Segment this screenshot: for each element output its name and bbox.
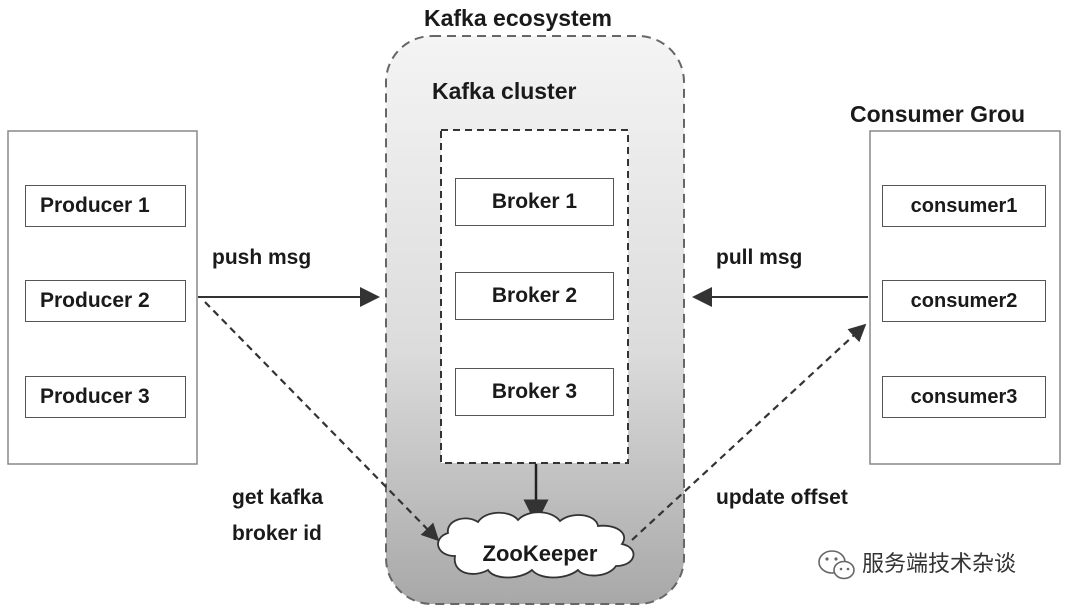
consumer-group-title: Consumer Grou bbox=[850, 101, 1026, 127]
get-broker-id-arrow bbox=[204, 301, 440, 542]
update-offset-label: update offset bbox=[716, 486, 848, 509]
consumer-box: consumer1 bbox=[882, 185, 1046, 227]
broker-box: Broker 3 bbox=[455, 368, 614, 416]
zookeeper-label: ZooKeeper bbox=[482, 541, 598, 566]
zookeeper-cloud bbox=[437, 511, 635, 579]
producer-box: Producer 1 bbox=[25, 185, 186, 227]
broker-box: Broker 1 bbox=[455, 178, 614, 226]
broker-box: Broker 2 bbox=[455, 272, 614, 320]
update-offset-arrow bbox=[631, 323, 867, 541]
producer-box: Producer 2 bbox=[25, 280, 186, 322]
watermark-text: 服务端技术杂谈 bbox=[862, 552, 1017, 577]
producer-box: Producer 3 bbox=[25, 376, 186, 418]
consumer-box: consumer2 bbox=[882, 280, 1046, 322]
wechat-icon bbox=[818, 550, 855, 580]
consumer-box: consumer3 bbox=[882, 376, 1046, 418]
pull-msg-label: pull msg bbox=[716, 246, 803, 269]
get-broker-label-line2: broker id bbox=[232, 522, 322, 545]
watermark: 服务端技术杂谈 bbox=[818, 546, 1016, 578]
ecosystem-title: Kafka ecosystem bbox=[424, 5, 612, 31]
cluster-title: Kafka cluster bbox=[432, 78, 577, 104]
get-broker-label-line1: get kafka bbox=[232, 486, 324, 509]
push-msg-label: push msg bbox=[212, 246, 312, 269]
